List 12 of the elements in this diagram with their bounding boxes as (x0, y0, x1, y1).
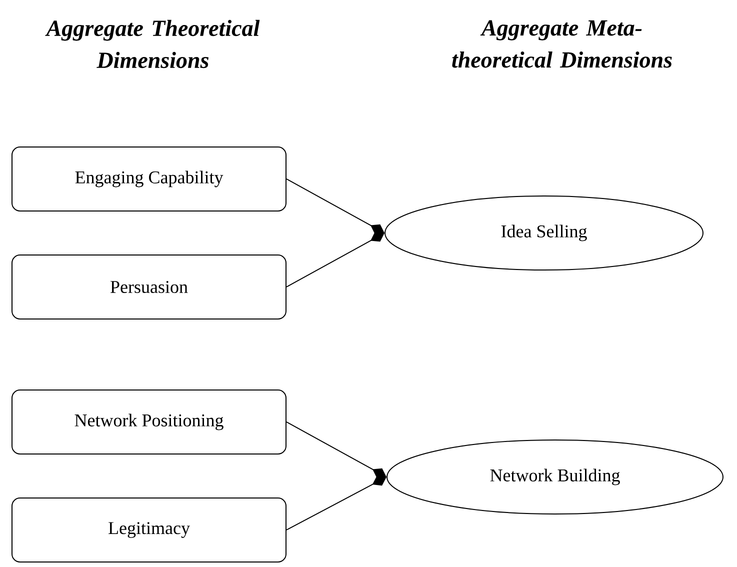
column-heading: Aggregate Theoretical Dimensions (45, 20, 260, 68)
arrow (286, 232, 384, 288)
process-box: Engaging Capability (12, 146, 286, 212)
process-box: Legitimacy (12, 498, 286, 562)
ellipse-node: Network Building (386, 440, 724, 514)
process-box: Network Positioning (12, 390, 286, 454)
arrow (286, 178, 384, 234)
column-heading: Aggregate Meta-theoretical Dimensions (452, 20, 672, 68)
ellipse-node: Idea Selling (384, 196, 704, 270)
process-box: Persuasion (12, 254, 286, 320)
arrow (286, 422, 386, 478)
arrow (286, 476, 386, 530)
